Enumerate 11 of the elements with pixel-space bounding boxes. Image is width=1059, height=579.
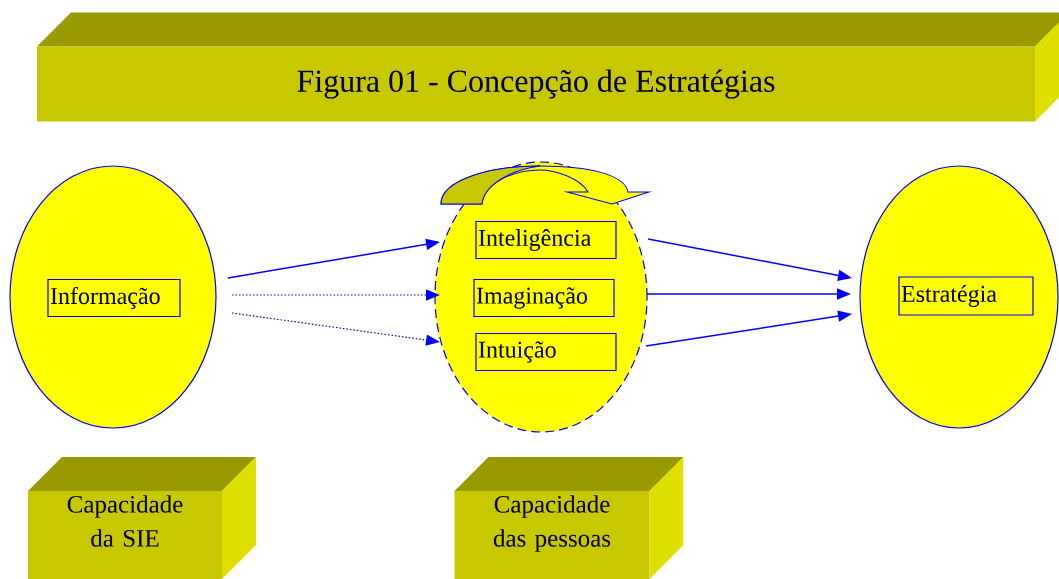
block-box: Capacidade da SIE (28, 457, 256, 579)
banner-box: Figura 01 - Concepção de Estratégias (37, 12, 1059, 122)
block-box: Capacidade das pessoas (454, 457, 684, 579)
label-box: Intuição (475, 332, 617, 372)
ellipse (9, 165, 217, 429)
label-box: Estratégia (898, 276, 1034, 316)
ellipse (859, 165, 1059, 429)
label-box: Imaginação (473, 278, 615, 318)
label-box: Inteligência (475, 220, 617, 260)
ellipse (434, 161, 648, 433)
label-box: Informação (47, 278, 181, 318)
